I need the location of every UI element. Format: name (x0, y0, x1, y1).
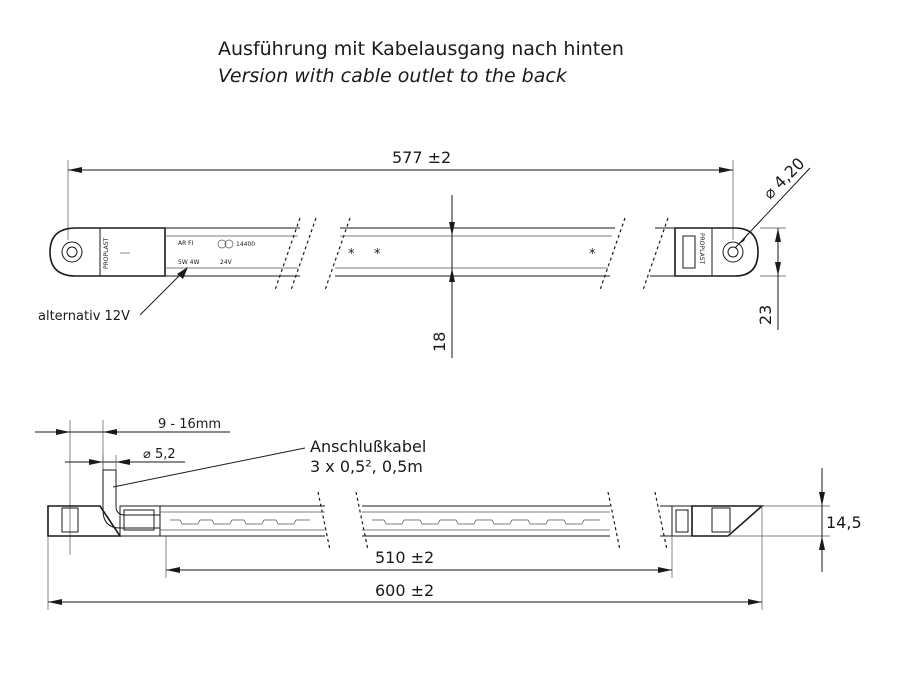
side-view: 9 - 16mm ⌀ 5,2 Anschlußkabel 3 x 0,5², 0… (35, 417, 862, 610)
led-marker: * (589, 247, 596, 262)
right-mounting-hole (722, 241, 744, 263)
length-dimension-577: 577 ±2 (392, 148, 451, 167)
alternative-12v-note: alternativ 12V (38, 309, 130, 324)
height-dimension-23: 23 (756, 305, 775, 325)
cable-spec: 3 x 0,5², 0,5m (310, 457, 423, 476)
range-dimension: 9 - 16mm (158, 417, 221, 432)
inner-length-dimension: 510 ±2 (375, 548, 434, 567)
led-marker: * (348, 247, 355, 262)
top-view: 577 ±2 PROPLAST AR FI 5W 4W 24V 14400 * … (38, 148, 811, 358)
left-mounting-hole (61, 241, 83, 263)
left-end-cap (49, 227, 166, 277)
right-cap-brand: PROPLAST (698, 233, 705, 265)
title-german: Ausführung mit Kabelausgang nach hinten (218, 38, 624, 60)
label-voltage: 24V (220, 259, 233, 266)
cable-diameter-dimension: ⌀ 5,2 (143, 447, 176, 462)
label-power: 5W 4W (178, 259, 199, 266)
led-marker: * (374, 247, 381, 262)
right-end-cap (674, 227, 759, 277)
left-end-profile (47, 505, 122, 537)
label-cert: 14400 (236, 241, 255, 248)
strip-height-dimension-18: 18 (430, 332, 449, 352)
left-cap-brand: PROPLAST (103, 237, 110, 269)
total-length-dimension: 600 ±2 (375, 581, 434, 600)
label-marks: AR FI (178, 240, 194, 247)
cable-title: Anschlußkabel (310, 437, 426, 456)
title-english: Version with cable outlet to the back (218, 65, 568, 87)
thickness-dimension: 14,5 (826, 513, 862, 532)
